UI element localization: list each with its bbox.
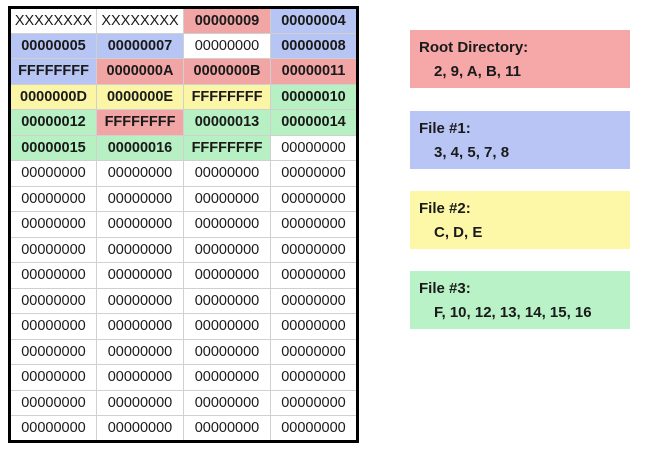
fat-cell: 0000000E <box>96 83 184 110</box>
fat-cell: 00000000 <box>96 364 184 391</box>
legend-root-title: Root Directory: <box>419 39 529 56</box>
fat-cell: 00000000 <box>270 134 358 161</box>
fat-cell: 00000000 <box>183 389 271 416</box>
fat-cell: 00000000 <box>9 338 97 365</box>
legend-file-1-title: File #1: <box>419 120 471 137</box>
fat-cell: 0000000A <box>96 58 184 85</box>
fat-cell: 00000000 <box>9 287 97 314</box>
fat-cell: 00000004 <box>270 7 358 34</box>
legend-file-3-title: File #3: <box>419 280 471 297</box>
fat-cell: 00000000 <box>96 160 184 187</box>
fat-cell: 00000000 <box>270 364 358 391</box>
fat-cell: 00000013 <box>183 109 271 136</box>
legend-root-directory: Root Directory: 2, 9, A, B, 11 <box>410 30 630 88</box>
fat-cell: 00000000 <box>183 185 271 212</box>
fat-cell: 00000000 <box>9 185 97 212</box>
fat-cell: 00000000 <box>9 262 97 289</box>
fat-cell: 00000000 <box>9 313 97 340</box>
fat-cell: 00000000 <box>270 160 358 187</box>
fat-cell: 00000005 <box>9 32 97 59</box>
fat-cell: 00000000 <box>183 364 271 391</box>
fat-cell: 00000000 <box>9 160 97 187</box>
fat-cell: 00000000 <box>183 287 271 314</box>
fat-cell: 0000000D <box>9 83 97 110</box>
fat-cell: 00000000 <box>96 313 184 340</box>
fat-cell: 00000000 <box>9 364 97 391</box>
fat-cell: 00000000 <box>96 338 184 365</box>
fat-cell: 00000000 <box>270 211 358 238</box>
fat-cell: 00000000 <box>96 236 184 263</box>
fat-cell: 00000000 <box>270 262 358 289</box>
fat-cell: 00000000 <box>96 287 184 314</box>
fat-cell: 00000000 <box>183 338 271 365</box>
fat-cell: 00000000 <box>183 415 271 442</box>
fat-cell: 00000012 <box>9 109 97 136</box>
fat-cell: XXXXXXXX <box>9 7 97 34</box>
fat-cell: FFFFFFFF <box>96 109 184 136</box>
fat-cell: 00000000 <box>96 262 184 289</box>
fat-cell: 0000000B <box>183 58 271 85</box>
fat-cell: FFFFFFFF <box>9 58 97 85</box>
fat-cell: 00000000 <box>270 389 358 416</box>
legend-file-1: File #1: 3, 4, 5, 7, 8 <box>410 111 630 169</box>
fat-cell: 00000009 <box>183 7 271 34</box>
fat-cell: 00000000 <box>183 160 271 187</box>
fat-cell: 00000000 <box>9 415 97 442</box>
fat-cell: 00000000 <box>183 32 271 59</box>
legend-file-3: File #3: F, 10, 12, 13, 14, 15, 16 <box>410 271 630 329</box>
fat-cell: 00000016 <box>96 134 184 161</box>
fat-cell: 00000010 <box>270 83 358 110</box>
legend-file-2: File #2: C, D, E <box>410 191 630 249</box>
fat-cell: 00000000 <box>183 262 271 289</box>
legend-file-3-clusters: F, 10, 12, 13, 14, 15, 16 <box>434 304 592 321</box>
fat-cell: 00000000 <box>270 415 358 442</box>
legend-file-2-clusters: C, D, E <box>434 224 483 241</box>
fat-cell: 00000008 <box>270 32 358 59</box>
fat-cell: 00000015 <box>9 134 97 161</box>
fat-cell: 00000000 <box>183 236 271 263</box>
fat-cell: 00000000 <box>270 236 358 263</box>
fat-cell: XXXXXXXX <box>96 7 184 34</box>
fat-cell: 00000000 <box>9 389 97 416</box>
fat-cell: 00000000 <box>96 185 184 212</box>
fat-cell: 00000000 <box>183 211 271 238</box>
fat-cell: 00000000 <box>270 185 358 212</box>
fat-cell: 00000000 <box>270 287 358 314</box>
fat-cell: 00000000 <box>96 389 184 416</box>
fat-cell: 00000014 <box>270 109 358 136</box>
fat-cell: 00000000 <box>96 415 184 442</box>
fat-cell: 00000000 <box>9 211 97 238</box>
fat-cell: FFFFFFFF <box>183 134 271 161</box>
fat-cell: 00000000 <box>270 338 358 365</box>
fat-cell: 00000000 <box>96 211 184 238</box>
fat-cell: 00000007 <box>96 32 184 59</box>
legend-file-1-clusters: 3, 4, 5, 7, 8 <box>434 144 510 161</box>
legend-root-clusters: 2, 9, A, B, 11 <box>434 63 521 80</box>
fat-cell: 00000000 <box>270 313 358 340</box>
fat-cell: 00000000 <box>9 236 97 263</box>
legend-file-2-title: File #2: <box>419 200 471 217</box>
fat-cell: 00000011 <box>270 58 358 85</box>
fat-cell: FFFFFFFF <box>183 83 271 110</box>
fat-cell: 00000000 <box>183 313 271 340</box>
